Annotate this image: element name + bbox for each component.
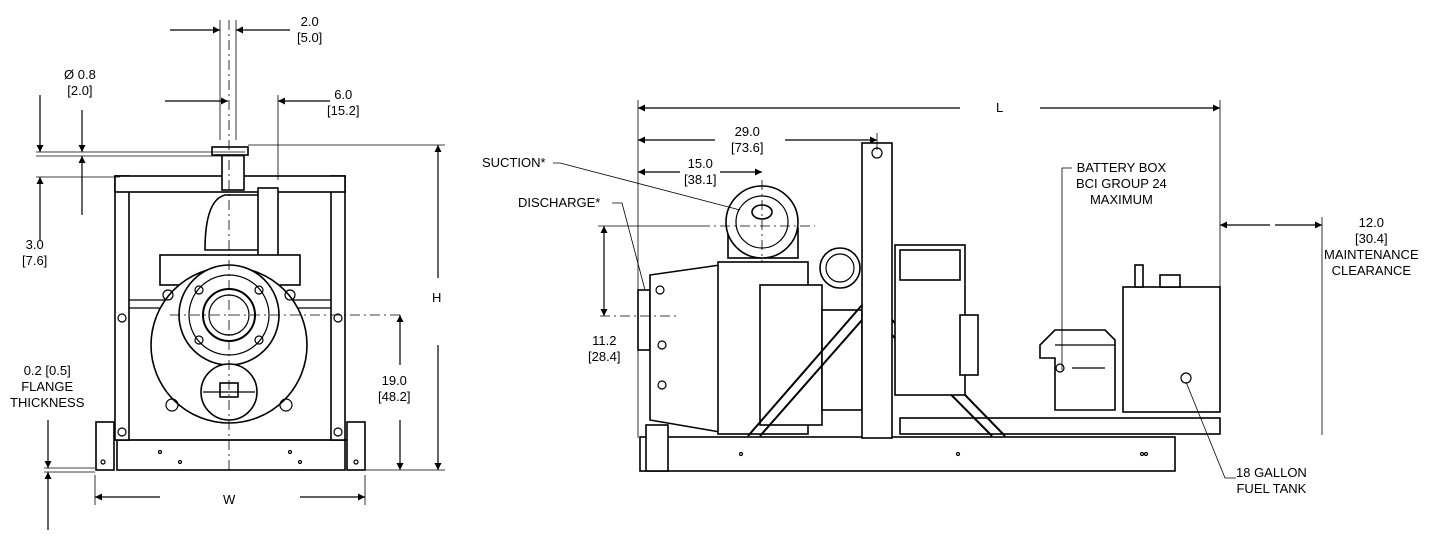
dim-2-0-main: 2.0: [300, 14, 319, 29]
suction-label: SUCTION*: [482, 155, 546, 170]
dim-dia-label: Ø 0.8 [2.0]: [64, 67, 96, 99]
dim-dia-alt: [2.0]: [67, 83, 93, 98]
dim-6-0-main: 6.0: [334, 87, 353, 102]
dim-flange-line2: FLANGE: [21, 379, 74, 394]
dim-6-0-alt: [15.2]: [327, 103, 360, 118]
dim-29-0-alt: [73.6]: [731, 140, 764, 155]
side-view-dimensions: [553, 100, 1323, 479]
dim-length-label: L: [996, 100, 1004, 115]
fuel-line2: FUEL TANK: [1236, 481, 1307, 496]
dim-11-2-main: 11.2: [592, 333, 617, 348]
dim-3-0-main: 3.0: [25, 237, 44, 252]
side-view-pump: [600, 142, 1221, 472]
dim-2-0-alt: [5.0]: [297, 30, 323, 45]
discharge-label: DISCHARGE*: [518, 195, 601, 210]
battery-line1: BATTERY BOX: [1076, 160, 1167, 175]
dim-dia-main: Ø 0.8: [64, 67, 96, 82]
battery-line2: BCI GROUP 24: [1076, 176, 1167, 191]
dim-height-label: H: [432, 290, 442, 305]
battery-box-label: BATTERY BOX BCI GROUP 24 MAXIMUM: [1076, 160, 1167, 208]
dim-19-0-alt: [48.2]: [378, 389, 411, 404]
maint-line2: CLEARANCE: [1331, 263, 1412, 278]
dim-6-0-label: 6.0 [15.2]: [327, 87, 360, 119]
dim-flange-main: 0.2 [0.5]: [23, 363, 71, 378]
dim-3-0-alt: [7.6]: [22, 253, 48, 268]
fuel-line1: 18 GALLON: [1236, 465, 1307, 480]
battery-line3: MAXIMUM: [1089, 192, 1153, 207]
dim-11-2-alt: [28.4]: [588, 349, 621, 364]
dim-flange-line3: THICKNESS: [10, 395, 85, 410]
front-view-pump: [95, 20, 400, 471]
front-view-dimensions: [36, 20, 445, 530]
maintenance-clearance-label: 12.0 [30.4] MAINTENANCE CLEARANCE: [1324, 215, 1419, 279]
dim-19-0-label: 19.0 [48.2]: [378, 373, 411, 405]
fuel-tank-label: 18 GALLON FUEL TANK: [1236, 465, 1307, 497]
dim-15-0-label: 15.0 [38.1]: [684, 156, 717, 188]
maint-alt: [30.4]: [1355, 231, 1388, 246]
dim-flange-label: 0.2 [0.5] FLANGE THICKNESS: [10, 363, 84, 411]
dim-29-0-label: 29.0 [73.6]: [731, 124, 764, 156]
dim-3-0-label: 3.0 [7.6]: [22, 237, 47, 269]
maint-line1: MAINTENANCE: [1324, 247, 1419, 262]
dim-19-0-main: 19.0: [381, 373, 407, 388]
dim-11-2-label: 11.2 [28.4]: [588, 333, 621, 365]
dim-15-0-main: 15.0: [687, 156, 713, 171]
dim-29-0-main: 29.0: [734, 124, 760, 139]
dim-15-0-alt: [38.1]: [684, 172, 717, 187]
maint-main: 12.0: [1358, 215, 1384, 230]
dim-width-label: W: [223, 492, 236, 507]
dim-2-0-label: 2.0 [5.0]: [297, 14, 322, 46]
